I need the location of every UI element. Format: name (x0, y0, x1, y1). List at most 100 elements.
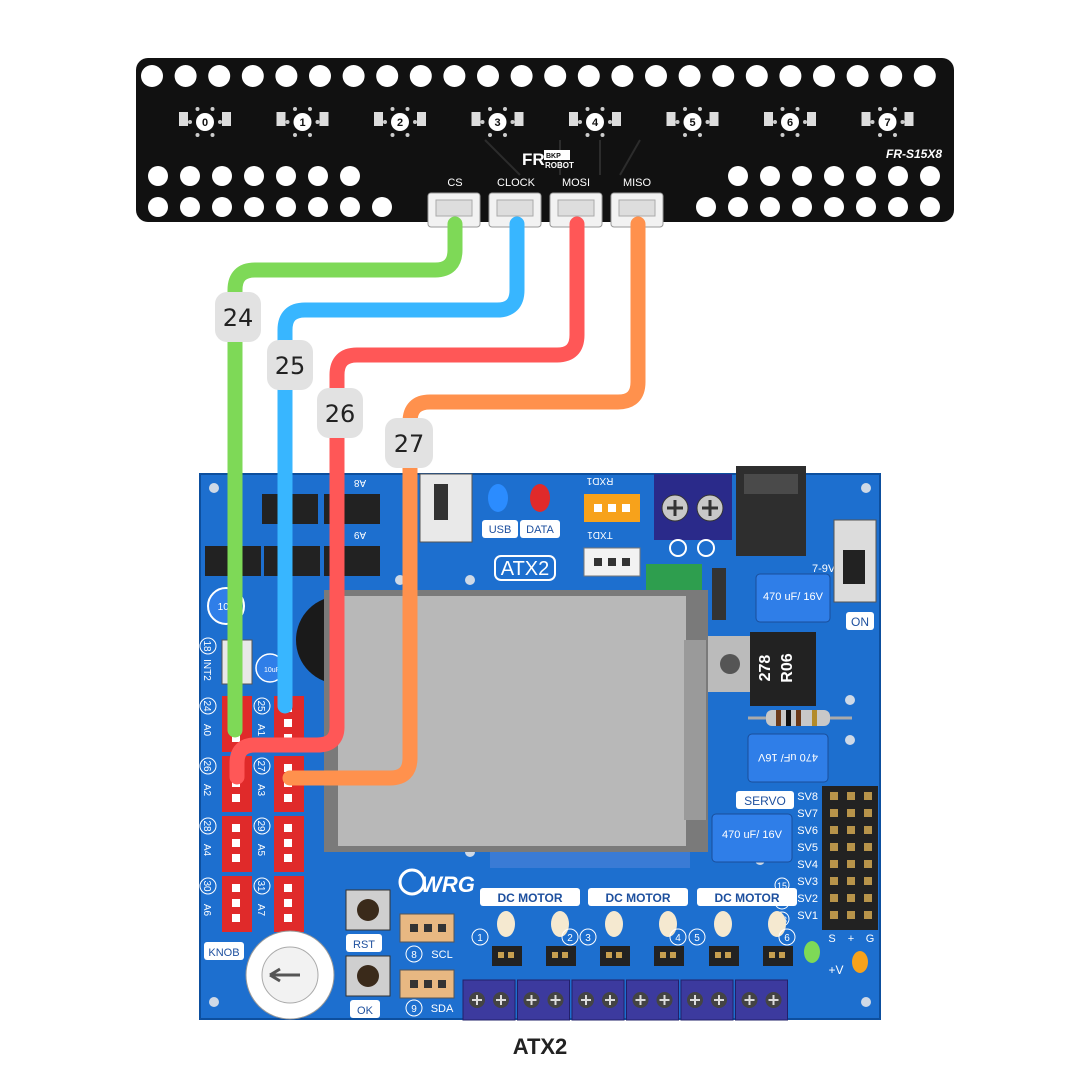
board-hole (372, 197, 392, 217)
board-hole (141, 65, 163, 87)
svg-text:470 uF/ 16V: 470 uF/ 16V (757, 751, 818, 763)
svg-text:470 uF/ 16V: 470 uF/ 16V (763, 591, 824, 603)
servo-footer: S + G +V (804, 933, 874, 977)
servo-pin-label: SV8 (797, 791, 818, 803)
servo-pin-label: SV2 (797, 893, 818, 905)
ok-button[interactable]: OK (345, 955, 391, 1018)
svg-text:100: 100 (218, 602, 235, 613)
sensor-0: 0 (179, 107, 231, 137)
servo-pin-label: SV3 (797, 876, 818, 888)
slide-switch[interactable] (419, 473, 473, 543)
rst-button[interactable]: RST (345, 889, 391, 952)
svg-text:24: 24 (223, 304, 254, 332)
board-hole (276, 197, 296, 217)
svg-text:A2: A2 (201, 784, 212, 797)
board-hole (244, 166, 264, 186)
board-hole (792, 166, 812, 186)
board-hole (728, 197, 748, 217)
board-hole (340, 197, 360, 217)
svg-text:SDA: SDA (431, 1003, 454, 1015)
board-hole (208, 65, 231, 87)
svg-text:31: 31 (255, 880, 266, 892)
servo-pin-label: SV5 (797, 842, 818, 854)
power-switch[interactable]: ON (833, 519, 877, 630)
board-hole (645, 65, 667, 87)
svg-text:BKP: BKP (546, 153, 561, 160)
sensor-2: 2 (374, 107, 426, 137)
miso-label: MISO (623, 177, 652, 189)
board-hole (760, 197, 780, 217)
a8-label: A8 (353, 477, 366, 488)
sensor-number: 5 (689, 117, 695, 129)
board-hole (443, 65, 466, 87)
motor-terminal (517, 979, 570, 1021)
board-hole (275, 65, 298, 87)
board-hole (180, 166, 200, 186)
sensor-4: 4 (569, 107, 621, 137)
cs-label: CS (447, 177, 462, 189)
scl-connector: 8 SCL (399, 913, 455, 963)
wire-26-red (229, 216, 585, 785)
a9-label: A9 (353, 529, 366, 540)
pin-header[interactable] (274, 876, 304, 932)
svg-text:18: 18 (201, 640, 212, 652)
wire-25-badge: 25 (267, 340, 313, 390)
board-hole (409, 65, 432, 87)
sensor-number: 3 (494, 117, 500, 129)
board-hole (779, 65, 802, 87)
servo-num: 15 (777, 881, 787, 891)
mosi-label: MOSI (562, 177, 590, 189)
board-hole (696, 197, 716, 217)
board-hole (856, 197, 876, 217)
svg-text:4: 4 (675, 933, 681, 944)
svg-text:ON: ON (851, 615, 869, 629)
board-hole (824, 166, 844, 186)
sensor-5: 5 (666, 107, 719, 137)
svg-text:FR: FR (522, 150, 545, 169)
board-hole (728, 166, 748, 186)
voltage-regulator: 278 R06 (708, 632, 816, 706)
servo-label: SERVO (744, 794, 786, 808)
svg-text:25: 25 (275, 352, 306, 380)
pin-header[interactable] (222, 816, 252, 872)
board-hole (148, 197, 168, 217)
svg-text:5: 5 (694, 933, 700, 944)
svg-text:RXD1: RXD1 (586, 475, 613, 486)
servo-pin-labels: SV8SV7SV6SV5SV4SV3SV2SV1151413 (774, 791, 818, 927)
sensor-number: 6 (787, 117, 793, 129)
svg-text:278: 278 (757, 655, 774, 682)
wire-27-orange (282, 216, 646, 786)
pin-header[interactable] (222, 876, 252, 932)
board-hole (913, 65, 936, 87)
board-hole (180, 197, 200, 217)
board-hole (611, 65, 634, 87)
servo-pin-label: SV7 (797, 808, 818, 820)
servo-pin-label: SV4 (797, 859, 818, 871)
motor-terminal (680, 979, 734, 1021)
svg-text:9: 9 (411, 1004, 417, 1015)
board-hole (824, 197, 844, 217)
svg-text:27: 27 (255, 760, 266, 772)
knob[interactable]: KNOB (204, 930, 335, 1020)
clock-label: CLOCK (497, 177, 536, 189)
sda-connector: 9 SDA (399, 969, 455, 1017)
motor-terminal (735, 979, 788, 1021)
board-hole (920, 166, 940, 186)
sensor-number: 1 (299, 117, 305, 129)
pin-header[interactable] (274, 816, 304, 872)
svg-text:6: 6 (784, 933, 790, 944)
board-hole (760, 166, 780, 186)
svg-text:27: 27 (394, 430, 425, 458)
servo-header (822, 786, 878, 930)
board-hole (792, 197, 812, 217)
board-hole (308, 197, 328, 217)
board-hole (888, 197, 908, 217)
svg-text:A7: A7 (255, 904, 266, 917)
capacitor-bottom: 470 uF/ 16V (711, 813, 793, 863)
servo-pin-label: SV1 (797, 910, 818, 922)
sensor-number: 7 (884, 117, 890, 129)
board-hole (309, 65, 331, 87)
motor-terminal (571, 979, 625, 1021)
brand-logo: FR BKP ROBOT (522, 150, 574, 170)
